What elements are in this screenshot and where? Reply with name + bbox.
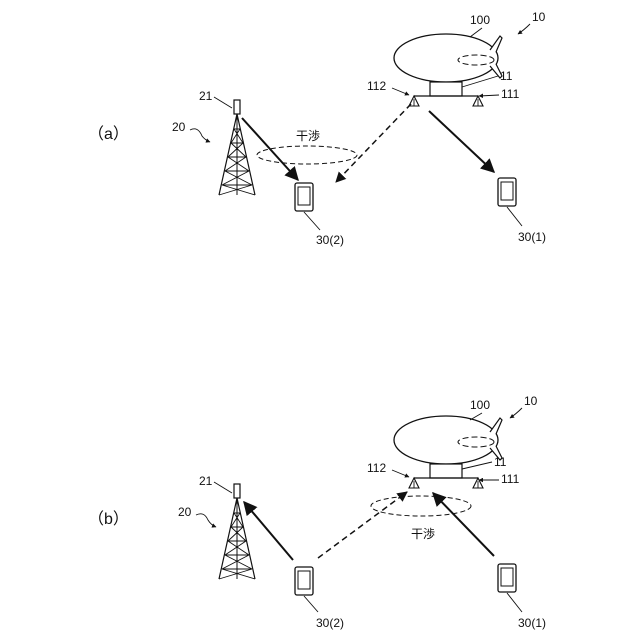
panel-a-label-20: 20 bbox=[172, 120, 186, 134]
panel-a: （a） 21 20 100 10 11 112 111 干渉 30(2) bbox=[88, 10, 546, 247]
panel-b-interference-label: 干渉 bbox=[411, 526, 435, 541]
panel-a-label-21: 21 bbox=[199, 89, 213, 103]
panel-b: （b） 21 20 100 10 11 112 111 干渉 30(2) bbox=[88, 394, 546, 630]
panel-a-label-111: 111 bbox=[501, 87, 520, 101]
panel-b-interference-arrow bbox=[318, 492, 407, 558]
panel-b-terminal-30-1 bbox=[498, 564, 516, 592]
panel-b-uplink-haps-arrow bbox=[433, 493, 494, 556]
panel-b-label-20: 20 bbox=[178, 505, 192, 519]
panel-b-terminal-30-2 bbox=[295, 567, 313, 595]
panel-b-haps-airship bbox=[394, 416, 502, 488]
panel-a-interference-arrow bbox=[336, 104, 411, 182]
panel-a-downlink-tower-arrow bbox=[242, 118, 298, 180]
panel-a-interference-label: 干渉 bbox=[296, 128, 320, 143]
panel-a-base-station-tower bbox=[219, 100, 255, 195]
panel-a-label-112: 112 bbox=[367, 79, 386, 93]
panel-b-label-30-1: 30(1) bbox=[518, 616, 546, 630]
panel-a-label-30-1: 30(1) bbox=[518, 230, 546, 244]
panel-a-label: （a） bbox=[88, 125, 129, 143]
panel-a-label-10: 10 bbox=[532, 10, 546, 24]
panel-b-label-10: 10 bbox=[524, 394, 538, 408]
panel-a-terminal-30-1 bbox=[498, 178, 516, 206]
panel-a-downlink-haps-arrow bbox=[429, 111, 494, 172]
panel-b-base-station-tower bbox=[219, 484, 255, 579]
panel-b-label-112: 112 bbox=[367, 461, 386, 475]
panel-b-label-30-2: 30(2) bbox=[316, 616, 344, 630]
panel-b-label-100: 100 bbox=[470, 398, 490, 412]
panel-b-label-21: 21 bbox=[199, 474, 213, 488]
panel-b-label-111: 111 bbox=[501, 472, 520, 486]
panel-a-label-30-2: 30(2) bbox=[316, 233, 344, 247]
panel-b-uplink-tower-arrow bbox=[244, 502, 293, 560]
panel-a-haps-airship bbox=[394, 34, 502, 106]
panel-a-label-100: 100 bbox=[470, 13, 490, 27]
panel-a-terminal-30-2 bbox=[295, 183, 313, 211]
panel-b-label: （b） bbox=[88, 510, 129, 528]
panel-b-label-11: 11 bbox=[494, 455, 507, 469]
panel-a-label-11: 11 bbox=[500, 69, 513, 83]
panel-a-interference-region bbox=[257, 146, 357, 164]
panel-b-interference-region bbox=[371, 496, 471, 516]
